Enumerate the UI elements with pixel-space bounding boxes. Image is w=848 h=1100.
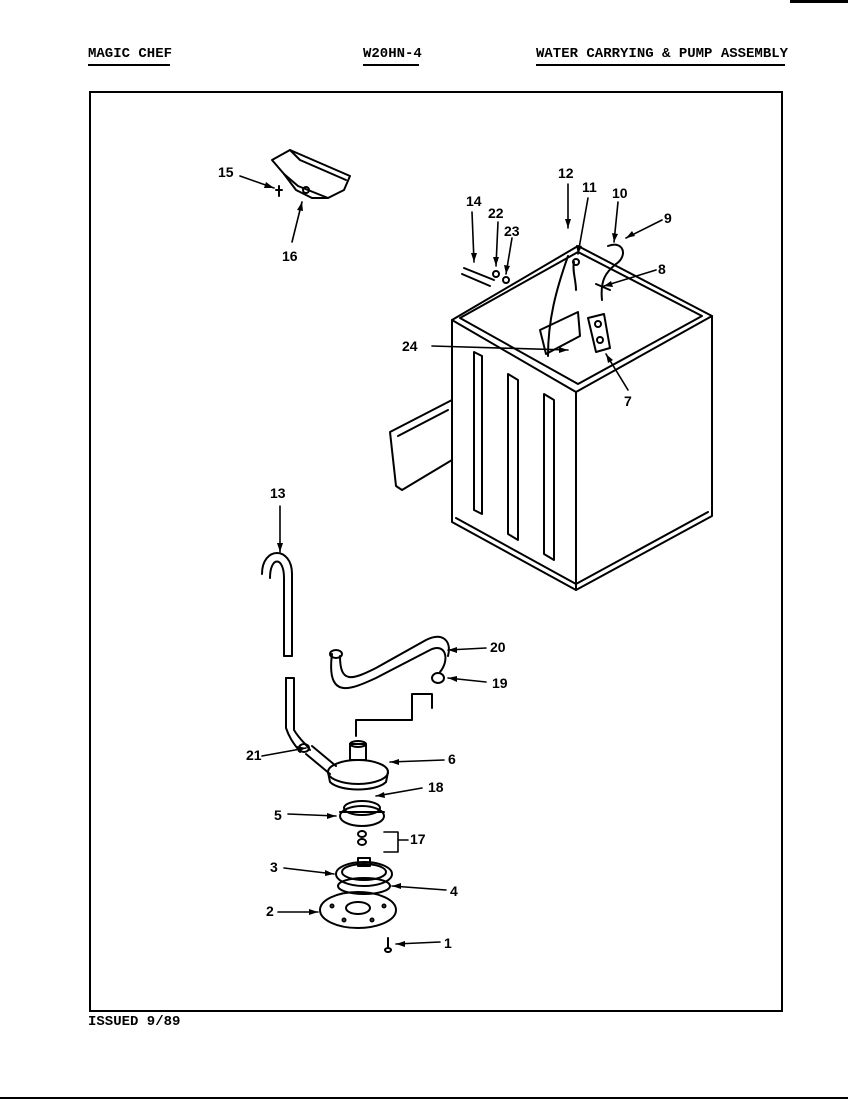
callout-23: 23: [504, 223, 520, 239]
callout-21: 21: [246, 747, 262, 763]
callout-16: 16: [282, 248, 298, 264]
callout-4: 4: [450, 883, 458, 899]
callout-20: 20: [490, 639, 506, 655]
issue-date: ISSUED 9/89: [88, 1014, 181, 1030]
header-brand: MAGIC CHEF: [88, 46, 173, 62]
screws-14-22-23: [461, 267, 510, 287]
header-model: W20HN-4: [363, 46, 422, 62]
callout-7: 7: [624, 393, 632, 409]
callout-19: 19: [492, 675, 508, 691]
clamp-19: [431, 672, 445, 684]
callout-2: 2: [266, 903, 274, 919]
header-title-underline: [536, 64, 785, 66]
arrowheads: [264, 182, 635, 947]
callout-10: 10: [612, 185, 628, 201]
callout-13: 13: [270, 485, 286, 501]
callout-11: 11: [582, 179, 597, 195]
callout-5: 5: [274, 807, 282, 823]
callout-8: 8: [658, 261, 666, 277]
callout-12: 12: [558, 165, 574, 181]
diagram-frame: [89, 91, 783, 1012]
bracket-assembly: [271, 149, 351, 199]
leader-lines: [239, 175, 663, 945]
callout-24: 24: [402, 338, 418, 354]
pump-hose: [329, 635, 450, 737]
pulley: [339, 800, 385, 846]
corner-rule: [790, 0, 848, 3]
header-section-title: WATER CARRYING & PUMP ASSEMBLY: [536, 46, 789, 62]
drain-hose: [261, 552, 311, 753]
callout-22: 22: [488, 205, 504, 221]
callout-18: 18: [428, 779, 444, 795]
callout-9: 9: [664, 210, 672, 226]
screw-1: [384, 937, 392, 953]
callout-14: 14: [466, 193, 482, 209]
header-brand-underline: [88, 64, 170, 66]
seal-ring: [335, 857, 393, 895]
callout-1: 1: [444, 935, 452, 951]
mounting-plate: [319, 891, 397, 929]
callout-15: 15: [218, 164, 234, 180]
cabinet: [389, 243, 713, 591]
pump-housing: [298, 740, 389, 791]
callout-3: 3: [270, 859, 278, 875]
header-model-underline: [363, 64, 419, 66]
bottom-rule: [0, 1097, 848, 1099]
callout-17: 17: [410, 831, 426, 847]
callout-6: 6: [448, 751, 456, 767]
